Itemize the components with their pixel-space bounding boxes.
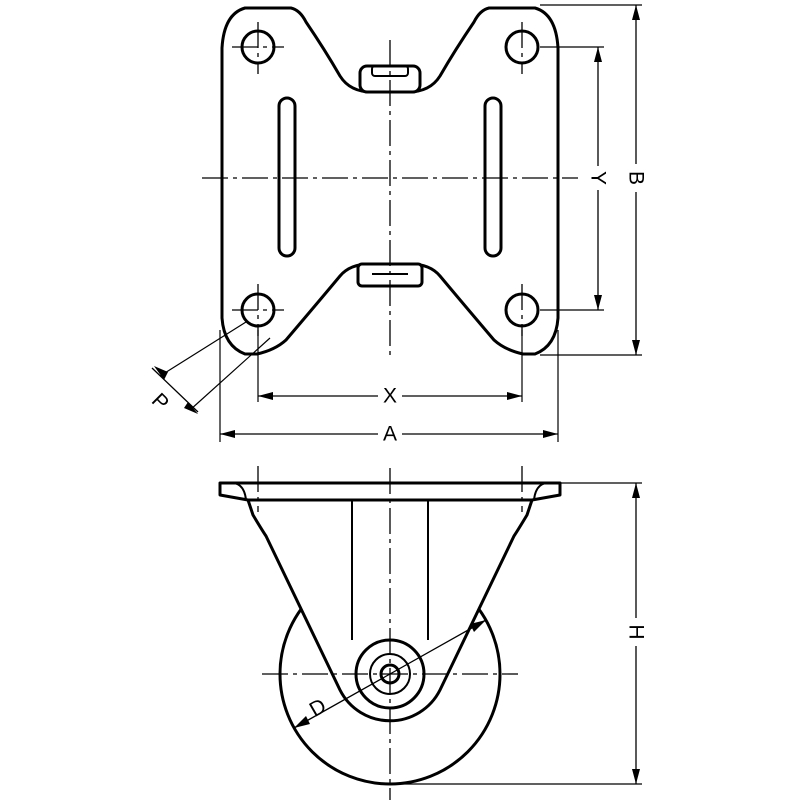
slot-right bbox=[483, 96, 503, 258]
plate-lip-left bbox=[225, 481, 247, 501]
dimension-label-y: Y bbox=[587, 171, 610, 185]
dimension-label-a: A bbox=[383, 423, 397, 446]
dimension-x: X bbox=[258, 384, 522, 408]
dimension-h: H bbox=[625, 483, 648, 784]
dimension-label-p: P bbox=[147, 389, 173, 415]
dimension-y: Y bbox=[587, 47, 610, 310]
dimension-a: A bbox=[220, 422, 558, 446]
plate-lip-right bbox=[533, 481, 555, 501]
slot-left bbox=[277, 96, 297, 258]
dimension-b: B bbox=[625, 5, 648, 355]
dimension-label-b: B bbox=[625, 171, 648, 185]
side-view: H D bbox=[218, 466, 648, 800]
dimension-label-x: X bbox=[383, 385, 397, 408]
dimension-label-h: H bbox=[625, 624, 648, 639]
top-view: Y B X A bbox=[147, 4, 648, 446]
